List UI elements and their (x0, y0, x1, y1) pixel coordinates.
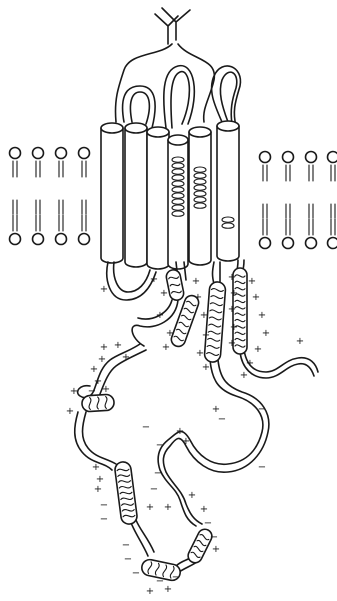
negative-charge: − (150, 484, 158, 495)
positive-charge: + (200, 310, 208, 321)
positive-charge: + (202, 330, 210, 341)
negative-charge: − (156, 440, 164, 451)
negative-charge: − (258, 404, 266, 415)
positive-charge: + (122, 352, 130, 363)
positive-charge: + (166, 328, 174, 339)
positive-charge: + (94, 484, 102, 495)
helix-s1 (101, 123, 123, 263)
positive-charge: + (188, 490, 196, 501)
positive-charge: + (164, 584, 172, 595)
positive-charge: + (228, 338, 236, 349)
positive-charge: + (230, 288, 238, 299)
positive-charge: + (162, 342, 170, 353)
negative-charge: − (100, 514, 108, 525)
negative-charge: − (258, 462, 266, 473)
positive-charge: + (262, 328, 270, 339)
lipid-head (10, 148, 21, 159)
positive-charge: + (200, 504, 208, 515)
lipid-head (56, 234, 67, 245)
positive-charge: + (240, 370, 248, 381)
positive-charge: + (98, 354, 106, 365)
lipid-head (283, 152, 294, 163)
positive-charge: + (212, 544, 220, 555)
positive-charge: + (146, 502, 154, 513)
transmembrane-helices (101, 121, 239, 269)
negative-charge: − (210, 532, 218, 543)
lipid-head (33, 148, 44, 159)
lipid-heads-top-left (10, 148, 90, 215)
positive-charge: + (182, 436, 190, 447)
negative-charge: − (142, 422, 150, 433)
lipid-head (283, 238, 294, 249)
negative-charge: − (88, 386, 96, 397)
positive-charge: + (70, 386, 78, 397)
helix-ct-1 (114, 461, 138, 525)
positive-charge: + (246, 358, 254, 369)
lipid-heads-bottom-left (10, 215, 90, 245)
positive-charge: + (228, 272, 236, 283)
positive-charge: + (228, 304, 236, 315)
lipid-head (79, 234, 90, 245)
lipid-head (56, 148, 67, 159)
extracellular-loops (115, 44, 240, 128)
helix-s6 (217, 121, 239, 261)
lipid-head (328, 152, 337, 163)
lipid-head (306, 152, 317, 163)
lipid-head (10, 234, 21, 245)
positive-charge: + (202, 362, 210, 373)
positive-charge: + (90, 364, 98, 375)
negative-charge: − (124, 554, 132, 565)
negative-charge: − (122, 540, 130, 551)
positive-charge: + (66, 406, 74, 417)
positive-charge: + (92, 462, 100, 473)
positive-charge: + (192, 276, 200, 287)
lipid-bilayer-left (10, 148, 90, 245)
negative-charge: − (218, 414, 226, 425)
positive-charge: + (150, 274, 158, 285)
helix-s5 (189, 127, 211, 265)
positive-charge: + (296, 336, 304, 347)
helix-s4s5 (204, 281, 226, 362)
lipid-head (33, 234, 44, 245)
positive-charge: + (102, 384, 110, 395)
positive-charge: + (194, 292, 202, 303)
negative-charge: − (154, 468, 162, 479)
positive-charge: + (254, 344, 262, 355)
positive-charge: + (248, 276, 256, 287)
positive-charge: + (146, 586, 154, 597)
lipid-head (79, 148, 90, 159)
lipid-head (260, 238, 271, 249)
lipid-bilayer-right (260, 152, 337, 249)
positive-charge: + (100, 342, 108, 353)
positive-charge: + (160, 288, 168, 299)
negative-charge: − (204, 518, 212, 529)
helix-short (82, 394, 115, 412)
lipid-head (260, 152, 271, 163)
positive-charge: + (156, 310, 164, 321)
positive-charge: + (258, 310, 266, 321)
negative-charge: − (100, 500, 108, 511)
helix-s2 (125, 123, 147, 267)
lipid-heads-bottom-right (260, 219, 337, 249)
helix-s3 (147, 127, 169, 269)
positive-charge: + (230, 322, 238, 333)
positive-charge: + (100, 284, 108, 295)
positive-charge: + (164, 502, 172, 513)
positive-charge: + (196, 348, 204, 359)
positive-charge: + (252, 292, 260, 303)
glycosylation-tree (155, 8, 190, 44)
positive-charge: + (114, 340, 122, 351)
lipid-head (328, 238, 337, 249)
lipid-heads-top-right (260, 152, 337, 219)
negative-charge: − (172, 572, 180, 583)
negative-charge: − (132, 568, 140, 579)
helix-s4 (168, 135, 188, 269)
lipid-head (306, 238, 317, 249)
